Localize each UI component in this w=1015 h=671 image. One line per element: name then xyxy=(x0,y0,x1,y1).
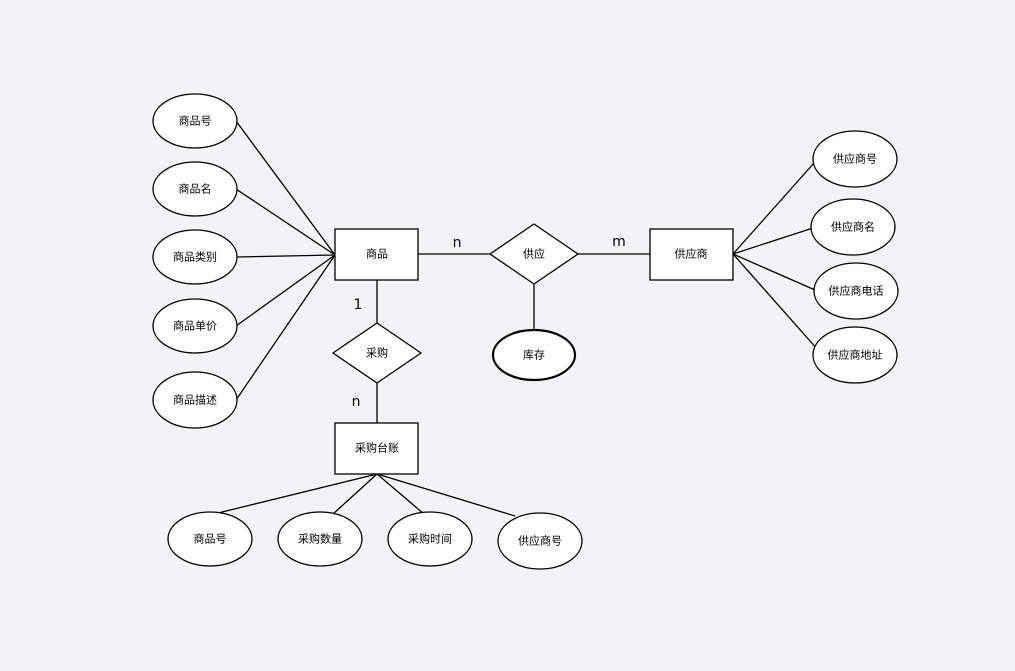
attribute-goods-name[interactable]: 商品名 xyxy=(152,161,238,217)
attribute-label: 采购时间 xyxy=(408,532,452,546)
attribute-label: 商品单价 xyxy=(173,319,217,333)
attribute-ledger-quantity[interactable]: 采购数量 xyxy=(277,511,363,567)
edge-supplier-attr-4 xyxy=(732,253,819,351)
edge-ledger-attr-4 xyxy=(376,473,516,517)
attribute-label: 商品描述 xyxy=(173,393,217,407)
entity-label: 商品 xyxy=(366,247,388,261)
relationship-label: 供应 xyxy=(523,247,545,261)
cardinality-labels: n m 1 n xyxy=(352,234,626,410)
entity-purchase-ledger[interactable]: 采购台账 xyxy=(334,422,419,475)
attribute-label: 库存 xyxy=(523,348,545,362)
attribute-supplier-id[interactable]: 供应商号 xyxy=(812,130,898,188)
edge-goods-attr-3 xyxy=(236,254,336,258)
relationship-supply[interactable]: 供应 xyxy=(488,223,580,285)
cardinality-goods-supply: n xyxy=(453,235,462,251)
edge-supplier-attr-2 xyxy=(732,227,814,255)
attribute-ledger-supplier-id[interactable]: 供应商号 xyxy=(497,512,583,570)
attribute-label: 供应商电话 xyxy=(829,284,884,298)
cardinality-supply-supplier: m xyxy=(612,234,626,250)
edge-supplier-attr-1 xyxy=(732,162,815,255)
cardinality-goods-purchase: 1 xyxy=(354,297,363,313)
attribute-label: 商品号 xyxy=(179,114,212,128)
edge-goods-attr-1 xyxy=(235,120,336,256)
edge-goods-attr-5 xyxy=(235,254,336,401)
attribute-stock[interactable]: 库存 xyxy=(491,328,577,382)
edge-supplier-attr-3 xyxy=(732,253,816,291)
attribute-label: 供应商号 xyxy=(518,534,562,548)
supplier-attributes: 供应商号 供应商名 供应商电话 供应商地址 xyxy=(810,130,899,384)
attribute-label: 供应商地址 xyxy=(828,348,883,362)
edge-goods-attr-4 xyxy=(235,254,336,327)
attribute-ledger-time[interactable]: 采购时间 xyxy=(387,511,473,567)
attribute-goods-id[interactable]: 商品号 xyxy=(152,93,238,149)
attribute-label: 商品类别 xyxy=(173,250,217,264)
ledger-attributes: 商品号 采购数量 采购时间 供应商号 xyxy=(167,511,583,570)
entity-label: 供应商 xyxy=(675,247,708,261)
attribute-label: 采购数量 xyxy=(298,532,342,546)
attribute-label: 商品号 xyxy=(194,532,227,546)
cardinality-purchase-ledger: n xyxy=(352,394,361,410)
entity-label: 采购台账 xyxy=(355,441,399,455)
edge-ledger-attr-3 xyxy=(376,473,425,515)
attribute-label: 供应商号 xyxy=(833,152,877,166)
attribute-supplier-name[interactable]: 供应商名 xyxy=(810,198,896,256)
goods-attributes: 商品号 商品名 商品类别 商品单价 商品描述 xyxy=(152,93,238,429)
attribute-ledger-goods-id[interactable]: 商品号 xyxy=(167,511,253,567)
edge-ledger-attr-2 xyxy=(332,473,378,515)
connector-lines xyxy=(217,120,819,517)
relationship-purchase[interactable]: 采购 xyxy=(331,322,423,384)
attribute-supplier-phone[interactable]: 供应商电话 xyxy=(813,262,899,320)
attribute-label: 商品名 xyxy=(179,182,212,196)
edge-ledger-attr-1 xyxy=(217,473,378,514)
attribute-goods-category[interactable]: 商品类别 xyxy=(152,229,238,285)
relationship-label: 采购 xyxy=(366,346,388,360)
attribute-label: 供应商名 xyxy=(831,220,875,234)
attribute-goods-price[interactable]: 商品单价 xyxy=(152,298,238,354)
attribute-supplier-address[interactable]: 供应商地址 xyxy=(812,326,898,384)
entity-goods[interactable]: 商品 xyxy=(334,228,419,281)
edge-goods-attr-2 xyxy=(235,188,336,256)
attribute-goods-description[interactable]: 商品描述 xyxy=(152,371,238,429)
entity-supplier[interactable]: 供应商 xyxy=(649,228,734,281)
